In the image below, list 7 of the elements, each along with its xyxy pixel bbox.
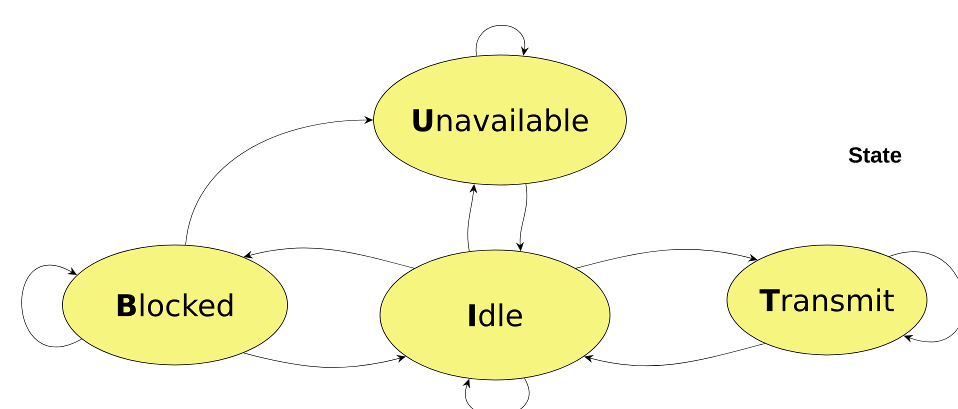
arrow [888,252,958,343]
arrow [244,248,414,269]
arrow [462,378,530,409]
arrow [476,25,529,56]
arrow [22,265,82,347]
arrow [467,184,478,252]
title-text: State [848,147,902,163]
